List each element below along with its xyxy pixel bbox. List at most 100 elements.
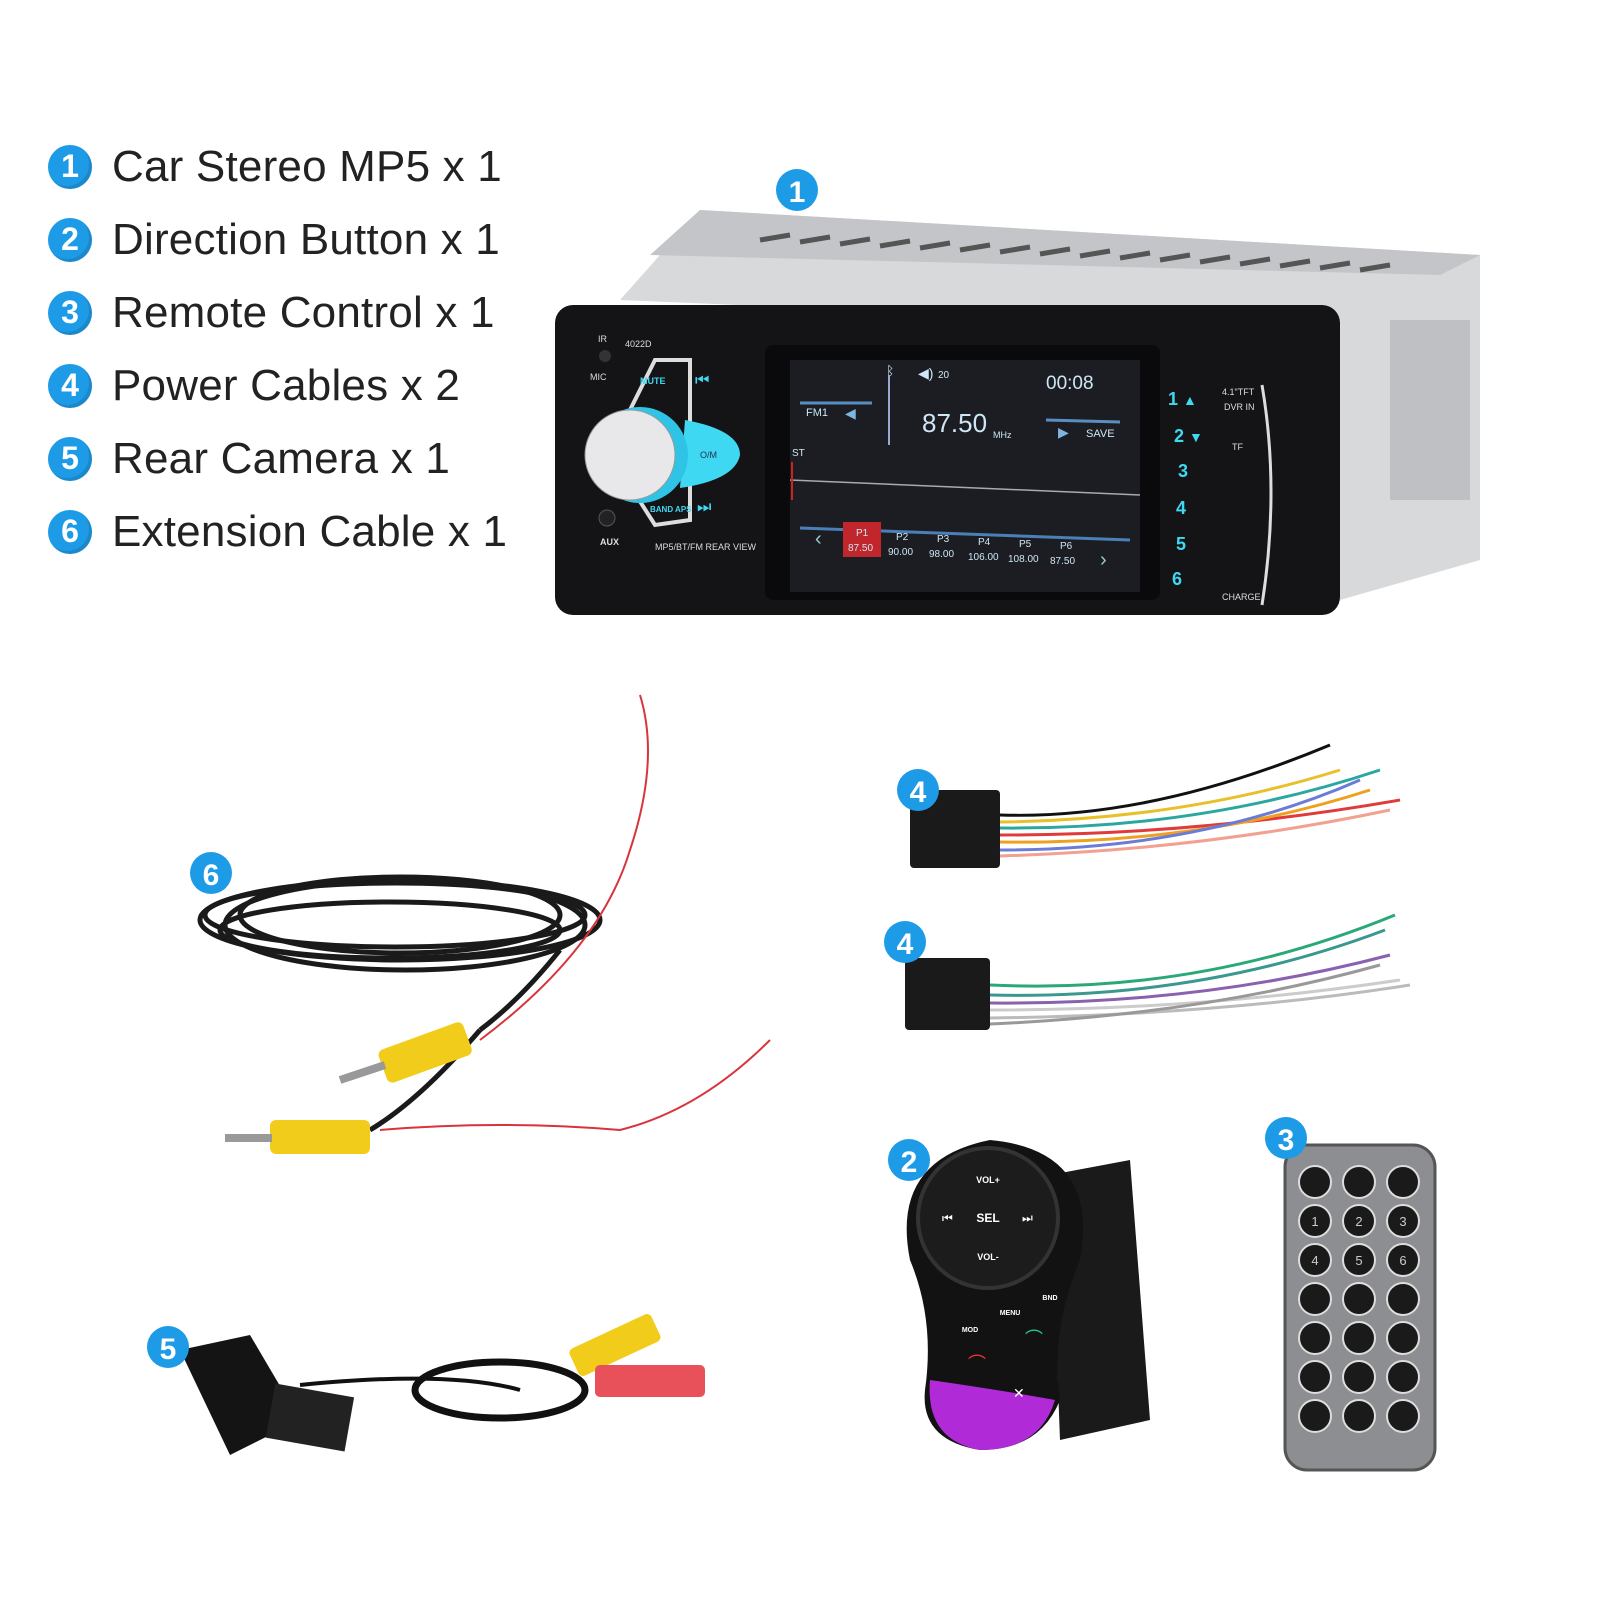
- remote-key[interactable]: [1298, 1165, 1332, 1199]
- list-item: 5 Rear Camera x 1: [48, 422, 507, 495]
- number-badge: 1: [48, 144, 92, 189]
- remote-key[interactable]: [1342, 1165, 1376, 1199]
- number-badge: 5: [48, 436, 92, 481]
- preset-left-icon: ‹: [815, 528, 822, 550]
- svg-text:▼: ▼: [1189, 429, 1203, 445]
- item-label: Remote Control x 1: [112, 287, 495, 337]
- remote-key[interactable]: [1298, 1321, 1332, 1355]
- remote-key[interactable]: [1298, 1282, 1332, 1316]
- svg-text:1[interactable]: 1: [1168, 389, 1178, 409]
- svg-text:5: 5: [160, 1333, 177, 1366]
- svg-text:87.50: 87.50: [922, 408, 987, 438]
- marker-badge: 6: [190, 852, 232, 894]
- display-screen: ᛒ ◀) 20 00:08 FM1 ◀ 87.50 MHz ▶ SAVE ST …: [789, 360, 1141, 592]
- svg-text:TF: TF: [1232, 442, 1243, 452]
- menu-button[interactable]: MENU: [1000, 1310, 1021, 1317]
- svg-text:1: 1: [789, 176, 806, 209]
- volume-knob[interactable]: [584, 409, 676, 501]
- number-badge: 3: [48, 290, 92, 335]
- band-button[interactable]: BND: [1042, 1295, 1057, 1302]
- item-label: Extension Cable x 1: [112, 506, 508, 556]
- svg-text:4: 4: [897, 928, 914, 961]
- svg-text:MHz: MHz: [993, 430, 1012, 440]
- list-item: 6 Extension Cable x 1: [48, 495, 507, 568]
- svg-text:P4: P4: [978, 537, 991, 548]
- remote-key[interactable]: [1342, 1321, 1376, 1355]
- remote-key[interactable]: [1298, 1243, 1332, 1277]
- svg-text:3: 3: [1278, 1124, 1295, 1157]
- remote-key[interactable]: [1342, 1204, 1376, 1238]
- remote-key[interactable]: [1386, 1204, 1420, 1238]
- preset-right-icon: ›: [1100, 549, 1107, 571]
- rear-camera: [180, 1314, 705, 1455]
- svg-text:AUX: AUX: [600, 537, 619, 547]
- svg-text:87.50: 87.50: [848, 543, 873, 554]
- svg-text:4.1"TFT: 4.1"TFT: [1222, 387, 1255, 397]
- car-stereo: ᛒ ◀) 20 00:08 FM1 ◀ 87.50 MHz ▶ SAVE ST …: [555, 210, 1480, 615]
- remote-key[interactable]: [1342, 1360, 1376, 1394]
- remote-key[interactable]: [1342, 1399, 1376, 1433]
- remote-key[interactable]: [1386, 1243, 1420, 1277]
- svg-text:2: 2: [901, 1146, 918, 1179]
- remote-key[interactable]: [1386, 1399, 1420, 1433]
- mute-button[interactable]: MUTE: [640, 376, 666, 386]
- vol-up-button[interactable]: VOL+: [976, 1175, 1000, 1185]
- remote-key[interactable]: [1386, 1282, 1420, 1316]
- remote-key[interactable]: [1342, 1243, 1376, 1277]
- mode-button[interactable]: [680, 420, 740, 488]
- remote-key[interactable]: [1386, 1165, 1420, 1199]
- rca-socket-yellow: [569, 1314, 661, 1376]
- remote-key-label: 4: [1311, 1253, 1318, 1268]
- markers: 1 6 4 4 2 3 5: [147, 169, 1307, 1368]
- svg-text:P5: P5: [1019, 539, 1032, 550]
- svg-text:4[interactable]: 4: [1176, 498, 1186, 518]
- marker-badge: 2: [888, 1139, 930, 1181]
- svg-text:CHARGE: CHARGE: [1222, 592, 1261, 602]
- marker-badge: 3: [1265, 1117, 1307, 1159]
- svg-text:O/M: O/M: [700, 450, 717, 460]
- svg-text:FM1: FM1: [806, 407, 828, 419]
- aux-jack: [598, 509, 616, 527]
- marker-badge: 1: [776, 169, 818, 211]
- svg-text:5[interactable]: 5: [1176, 534, 1186, 554]
- next-icon: ⏭: [1022, 1211, 1033, 1225]
- svg-text:P3: P3: [937, 534, 950, 545]
- svg-text:00:08: 00:08: [1046, 373, 1094, 394]
- svg-text:6[interactable]: 6: [1172, 569, 1182, 589]
- svg-text:P2: P2: [896, 532, 909, 543]
- vol-down-button[interactable]: VOL-: [977, 1252, 999, 1262]
- mic-hole: [599, 350, 611, 362]
- mod-button[interactable]: MOD: [962, 1327, 978, 1334]
- svg-text:IR: IR: [598, 334, 608, 344]
- svg-text:87.50: 87.50: [1050, 556, 1075, 567]
- item-label: Rear Camera x 1: [112, 433, 451, 483]
- remote-key[interactable]: [1298, 1360, 1332, 1394]
- prev-arrow-icon: ◀: [845, 405, 856, 421]
- remote-key[interactable]: [1386, 1321, 1420, 1355]
- svg-text:108.00: 108.00: [1008, 554, 1039, 565]
- call-icon: ⌒: [1025, 1329, 1043, 1349]
- remote-key[interactable]: [1298, 1399, 1332, 1433]
- svg-text:DVR IN: DVR IN: [1224, 402, 1255, 412]
- bluetooth-icon: ᛒ: [886, 363, 894, 379]
- number-badge: 6: [48, 509, 92, 554]
- rca-socket-red: [595, 1365, 705, 1397]
- preset-active: [843, 522, 881, 557]
- band-button[interactable]: BAND APS: [650, 505, 692, 514]
- svg-text:106.00: 106.00: [968, 552, 999, 563]
- prev-icon: ⏮: [942, 1211, 953, 1225]
- sel-button[interactable]: SEL: [976, 1211, 999, 1225]
- svg-text:3[interactable]: 3: [1178, 461, 1188, 481]
- list-item: 3 Remote Control x 1: [48, 276, 507, 349]
- remote-key[interactable]: [1386, 1360, 1420, 1394]
- svg-text:2[interactable]: 2: [1174, 426, 1184, 446]
- svg-text:98.00: 98.00: [929, 549, 954, 560]
- remote-key[interactable]: [1342, 1282, 1376, 1316]
- preset-buttons: 1▲ 2▼ 3 4 5 6: [1168, 389, 1203, 589]
- remote-key[interactable]: [1298, 1204, 1332, 1238]
